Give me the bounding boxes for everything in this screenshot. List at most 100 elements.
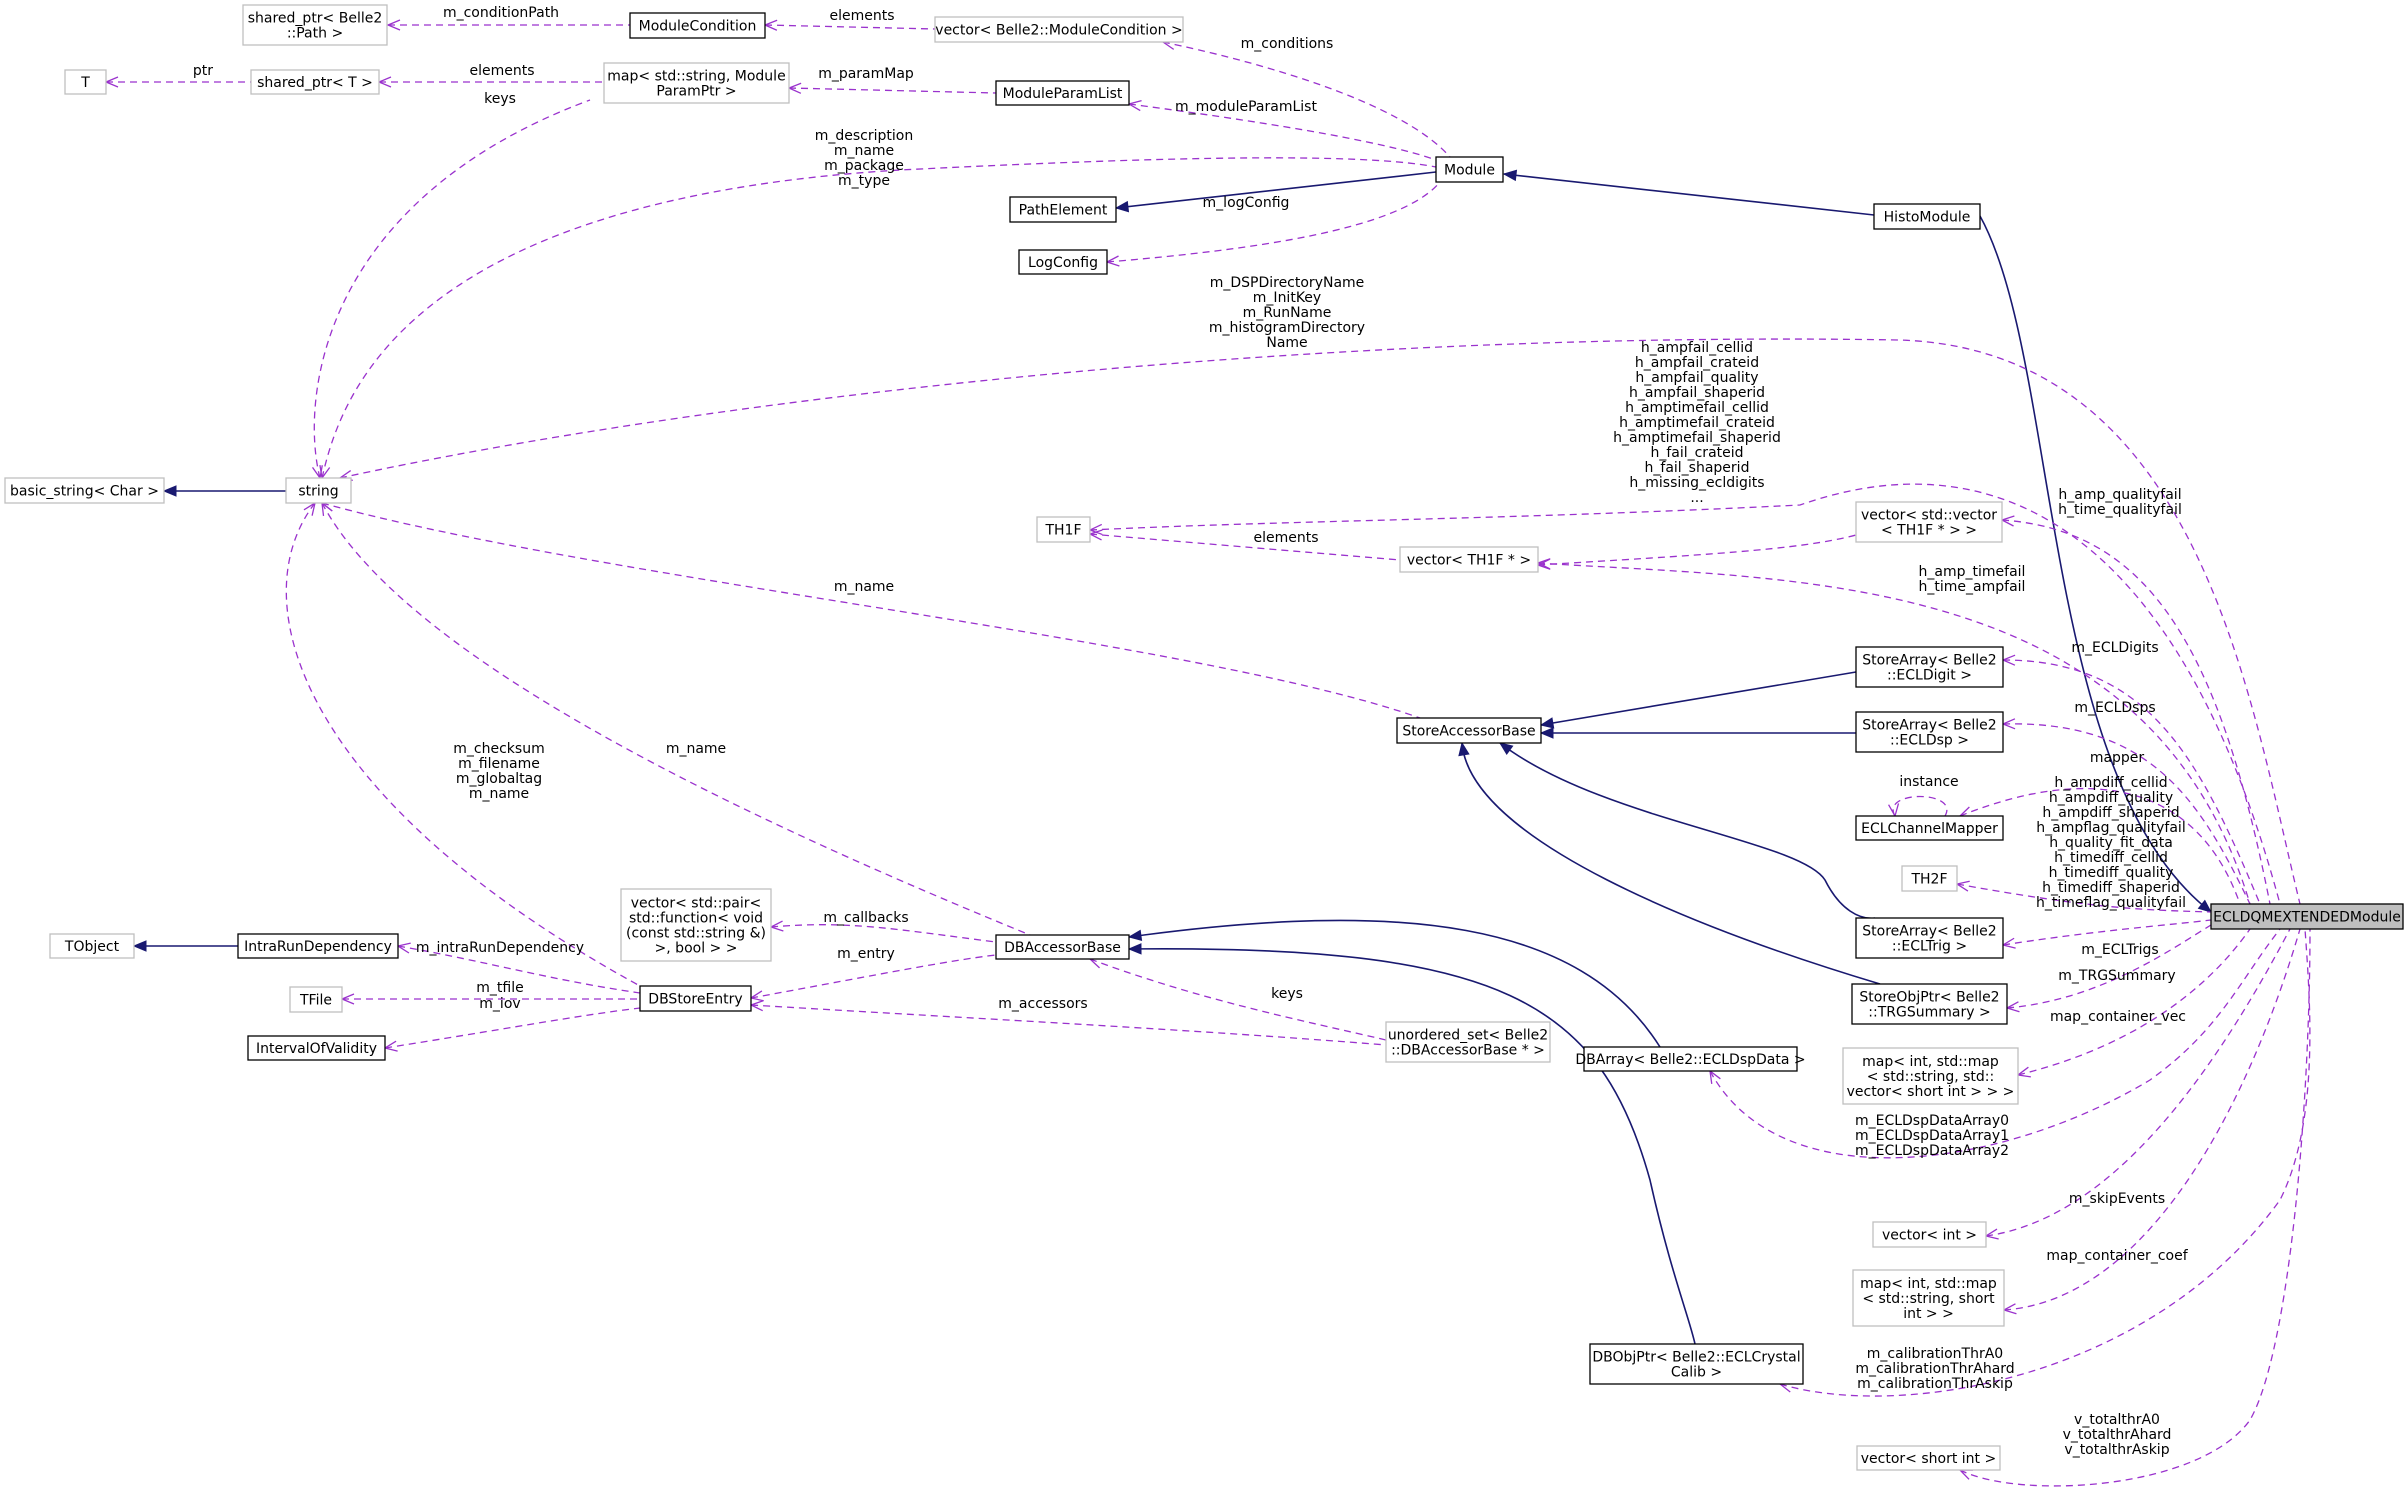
node-map-int-map-vector[interactable]: map< int, std::map< std::string, std::ve… [1842, 1047, 2019, 1105]
node-vector-vector-th1f[interactable]: vector< std::vector< TH1F * > > [1855, 501, 2003, 543]
edge-label-line: m_calibrationThrAskip [1857, 1376, 2013, 1392]
node-label: ECLChannelMapper [1861, 821, 1998, 837]
node-db-store-entry[interactable]: DBStoreEntry [639, 985, 752, 1012]
usage-arrowhead [1958, 806, 1974, 817]
node-string[interactable]: string [285, 477, 352, 504]
node-store-obj-ptr-trgsummary[interactable]: StoreObjPtr< Belle2::TRGSummary > [1851, 983, 2008, 1025]
node-box [4, 477, 165, 504]
node-box [1435, 156, 1504, 183]
edge-label-elements-conditions: elements [829, 8, 894, 24]
node-label: ModuleParamList [1003, 86, 1123, 102]
edge-label-m-tfile: m_tfile [476, 980, 523, 996]
node-store-array-ecldsp[interactable]: StoreArray< Belle2::ECLDsp > [1855, 711, 2004, 753]
node-db-array-ecldspdata[interactable]: DBArray< Belle2::ECLDspData > [1575, 1046, 1806, 1072]
node-histo-module[interactable]: HistoModule [1873, 203, 1981, 230]
inheritance-arrowhead [2197, 899, 2213, 913]
node-box [237, 933, 399, 959]
edge-label-line: keys [1271, 986, 1303, 1002]
usage-edge [750, 954, 997, 999]
node-unordered-set-dbaccessor[interactable]: unordered_set< Belle2::DBAccessorBase * … [1385, 1021, 1551, 1063]
node-tobject[interactable]: TObject [49, 933, 135, 959]
node-tfile[interactable]: TFile [289, 986, 343, 1013]
node-box [1009, 196, 1117, 223]
edge-label-line: elements [829, 8, 894, 24]
node-basic-string[interactable]: basic_string< Char > [4, 477, 165, 504]
node-label-line: Module [1444, 163, 1495, 179]
node-box [2210, 903, 2404, 930]
edge-label-line: h_ampfail_crateid [1635, 355, 1759, 371]
edge-label-line: m_name [469, 786, 529, 802]
node-label: HistoModule [1884, 210, 1971, 226]
edge-label-line: mapper [2090, 750, 2145, 766]
node-T[interactable]: T [64, 69, 107, 95]
node-vector-module-condition[interactable]: vector< Belle2::ModuleCondition > [934, 16, 1184, 43]
node-store-array-ecltrig[interactable]: StoreArray< Belle2::ECLTrig > [1855, 917, 2004, 959]
edge-label-m-name-sab: m_name [834, 579, 894, 595]
node-vector-pair-function[interactable]: vector< std::pair<std::function< void(co… [620, 888, 772, 962]
node-ecl-channel-mapper[interactable]: ECLChannelMapper [1855, 815, 2004, 841]
edge-label-m-entry: m_entry [837, 946, 895, 962]
node-box [1872, 1221, 1987, 1248]
node-label-line: IntraRunDependency [244, 939, 392, 955]
node-vector-int[interactable]: vector< int > [1872, 1221, 1987, 1248]
node-box [1851, 983, 2008, 1025]
edge-label-line: h_ampfail_quality [1635, 370, 1758, 386]
usage-edge [2001, 519, 2271, 905]
node-box [1385, 1021, 1551, 1063]
edge-label-line: h_ampdiff_quality [2049, 790, 2173, 806]
node-label-line: ::TRGSummary > [1868, 1005, 1990, 1021]
node-module-param-list[interactable]: ModuleParamList [995, 80, 1130, 106]
edge-label-m-log-config: m_logConfig [1203, 195, 1290, 211]
node-label: vector< std::vector< TH1F * > > [1861, 508, 1997, 539]
node-th2f[interactable]: TH2F [1901, 865, 1958, 892]
edge-label-line: instance [1899, 774, 1958, 790]
usage-edge [1089, 958, 1387, 1041]
node-label-line: < std::string, short [1862, 1291, 1995, 1307]
edge-label-line: elements [469, 63, 534, 79]
usage-edge [339, 338, 2301, 905]
inheritance-edge [1128, 919, 1661, 1048]
node-vector-short-int[interactable]: vector< short int > [1856, 1445, 2001, 1471]
edge-label-m-ecl-digits: m_ECLDigits [2071, 640, 2158, 656]
node-label-line: ::ECLDsp > [1890, 733, 1969, 749]
node-label-line: PathElement [1019, 203, 1108, 219]
node-label-line: map< std::string, Module [607, 69, 785, 85]
usage-edge [2017, 928, 2251, 1076]
edge-label-line: h_ampfail_cellid [1641, 340, 1753, 356]
node-th1f[interactable]: TH1F [1036, 516, 1091, 543]
node-module[interactable]: Module [1435, 156, 1504, 183]
usage-edge [1956, 883, 2212, 913]
node-box [1873, 203, 1981, 230]
node-log-config[interactable]: LogConfig [1018, 249, 1108, 275]
usage-arrowhead [1709, 1069, 1721, 1084]
node-module-condition[interactable]: ModuleCondition [629, 12, 766, 39]
node-vector-th1f[interactable]: vector< TH1F * > [1399, 546, 1539, 573]
node-label-line: DBObjPtr< Belle2::ECLCrystal [1592, 1350, 1800, 1366]
node-label-line: StoreArray< Belle2 [1862, 718, 1996, 734]
edge-label-line: h_amptimefail_crateid [1619, 415, 1775, 431]
edge-label-elements-shared: elements [469, 63, 534, 79]
node-shared-ptr-T[interactable]: shared_ptr< T > [250, 69, 380, 95]
node-store-array-ecldigit[interactable]: StoreArray< Belle2::ECLDigit > [1855, 646, 2004, 688]
node-store-accessor-base[interactable]: StoreAccessorBase [1396, 717, 1542, 744]
node-db-accessor-base[interactable]: DBAccessorBase [995, 934, 1130, 960]
node-intra-run-dependency[interactable]: IntraRunDependency [237, 933, 399, 959]
node-path-element[interactable]: PathElement [1009, 196, 1117, 223]
node-label-line: TH2F [1910, 872, 1947, 888]
edge-label-line: m_checksum [453, 741, 544, 757]
node-ecldqm-module[interactable]: ECLDQMEXTENDEDModule [2210, 903, 2404, 930]
node-label-line: vector< Belle2::ModuleCondition > [935, 23, 1182, 39]
node-box [1855, 711, 2004, 753]
node-interval-of-validity[interactable]: IntervalOfValidity [247, 1035, 386, 1061]
edge-label-line: h_timediff_cellid [2054, 850, 2168, 866]
edge-label-line: m_tfile [476, 980, 523, 996]
node-shared-ptr-path[interactable]: shared_ptr< Belle2::Path > [242, 4, 388, 46]
inheritance-edge [1461, 742, 1881, 985]
node-label: string [298, 484, 338, 500]
edge-label-keys-map: keys [484, 91, 516, 107]
